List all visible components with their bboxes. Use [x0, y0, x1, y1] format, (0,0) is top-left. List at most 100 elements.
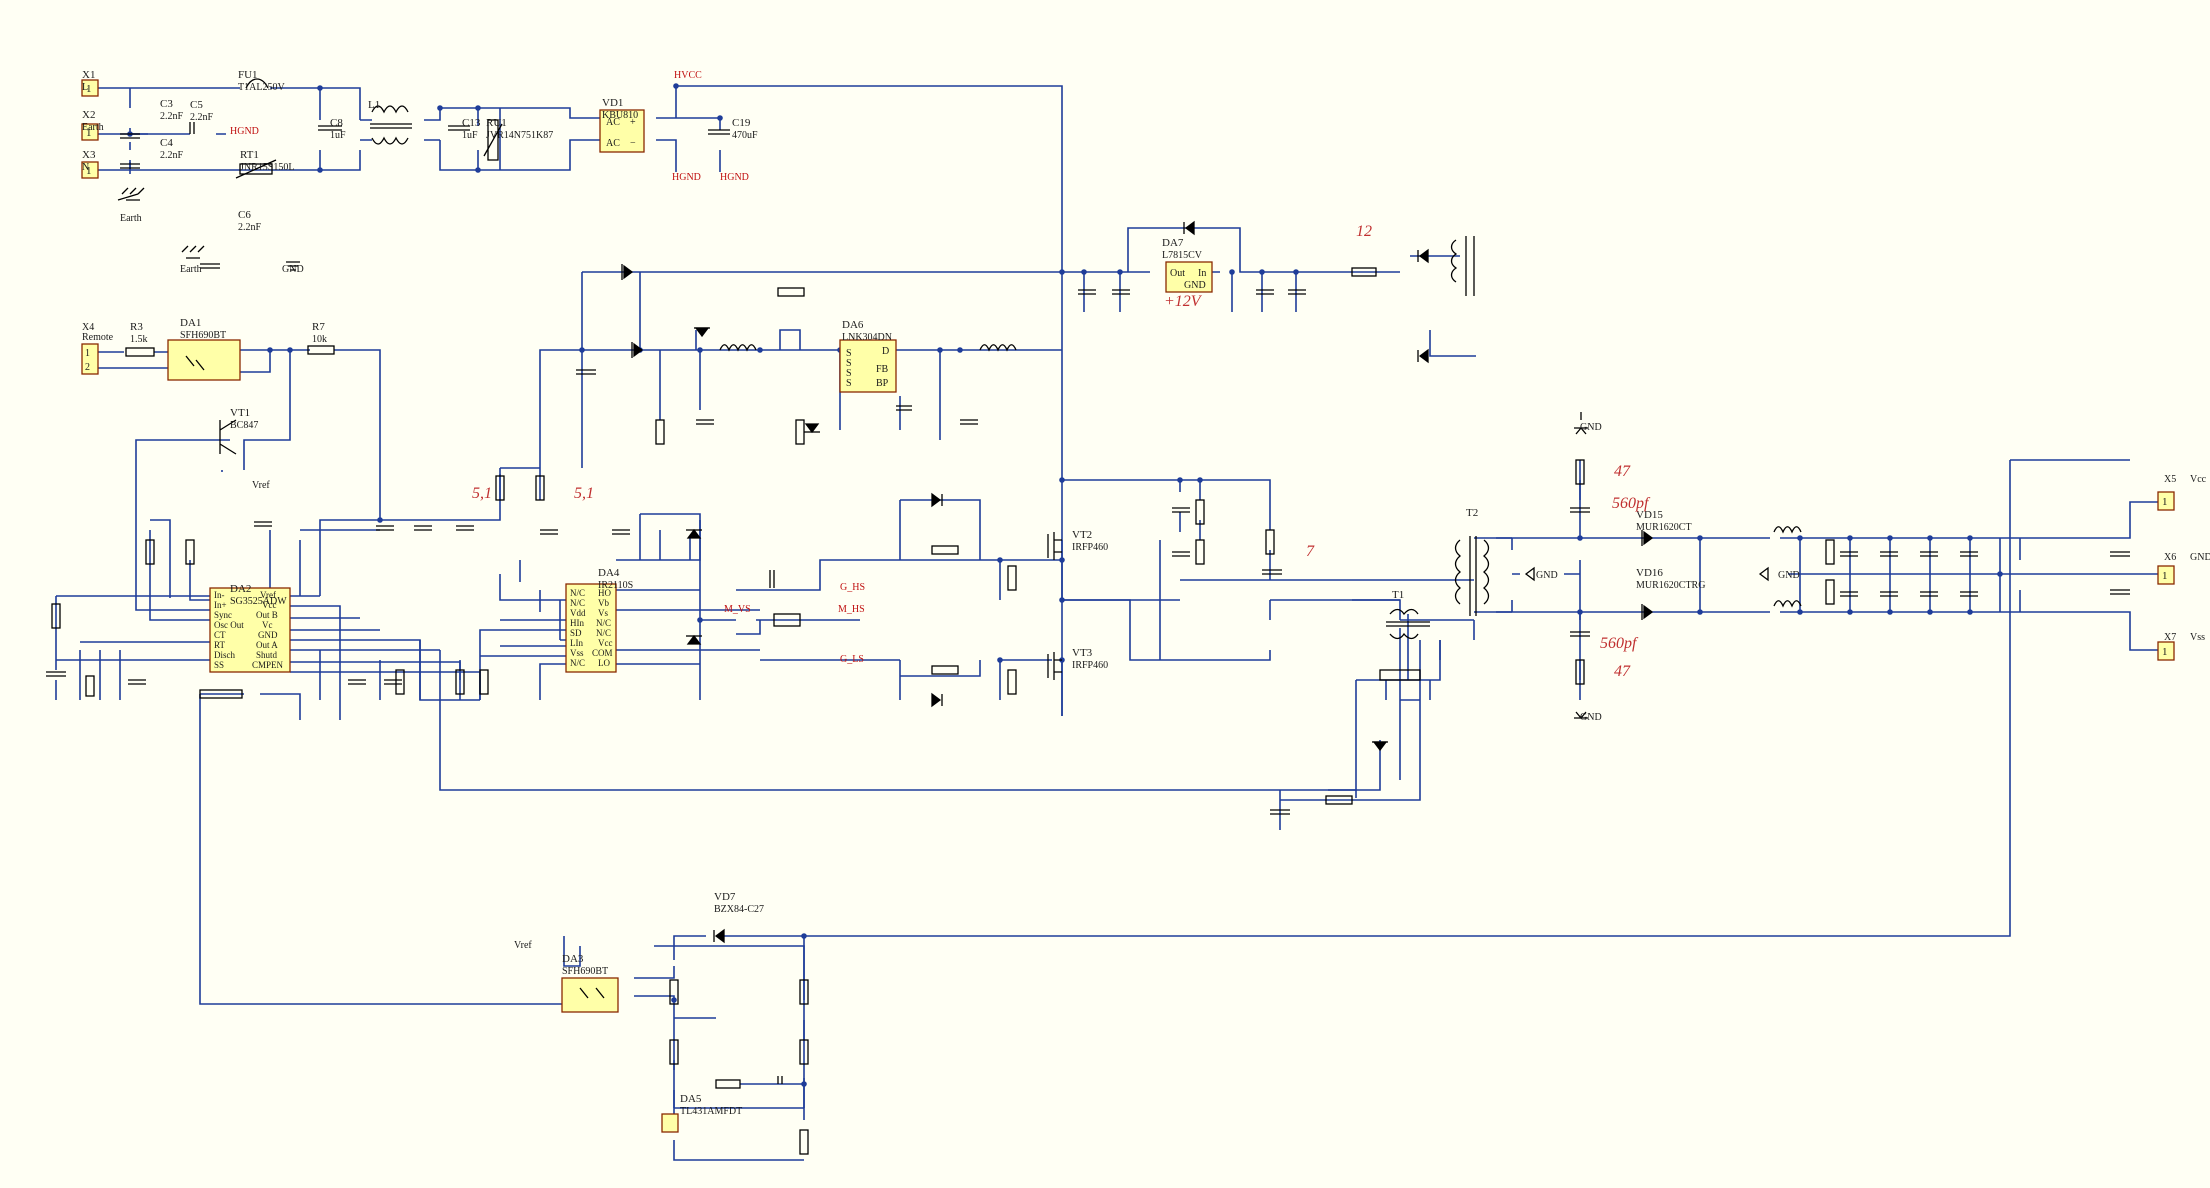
annotation-a6: 560pf — [1612, 495, 1651, 512]
annotation-a1: 12 — [1356, 223, 1372, 240]
svg-text:Vref: Vref — [260, 590, 276, 600]
svg-text:CMPEN: CMPEN — [252, 660, 284, 670]
net-label-gnd2: GND — [1580, 422, 1602, 433]
designator-ru1: RU1 — [486, 117, 507, 129]
value-vd1: KBU810 — [602, 110, 638, 121]
svg-text:GND: GND — [258, 630, 278, 640]
net-label-gnd4: GND — [1778, 570, 1800, 581]
net-label-hgnd1: HGND — [230, 126, 259, 137]
svg-text:Osc Out: Osc Out — [214, 620, 244, 630]
designator-x3: X3 — [82, 149, 96, 161]
net-label-gnd1: GND — [282, 264, 304, 275]
designator-c8: C8 — [330, 117, 343, 129]
connector-x1 — [81, 79, 99, 97]
svg-text:LO: LO — [598, 658, 610, 668]
value-da3: SFH690BT — [562, 966, 608, 977]
net-label-gndo: GND — [2190, 552, 2210, 563]
svg-text:COM: COM — [592, 648, 613, 658]
svg-text:S: S — [846, 378, 852, 389]
designator-c13: C13 — [462, 117, 481, 129]
svg-text:Disch: Disch — [214, 650, 235, 660]
designator-vt2: VT2 — [1072, 529, 1092, 541]
svg-text:−: − — [630, 138, 636, 149]
value-da2: SG3525ADW — [230, 596, 287, 607]
ic-da2 — [209, 587, 291, 673]
connector-x5 — [2157, 491, 2175, 511]
svg-text:Vss: Vss — [570, 648, 584, 658]
designator-da5: DA5 — [680, 1093, 702, 1105]
svg-text:N/C: N/C — [596, 618, 611, 628]
annotation-a4: 5,1 — [574, 485, 594, 502]
svg-text:Shutd: Shutd — [256, 650, 278, 660]
designator-c4: C4 — [160, 137, 173, 149]
regulator-da7 — [1165, 261, 1213, 293]
svg-text:Out: Out — [1170, 268, 1185, 279]
value-vd15: MUR1620CT — [1636, 522, 1692, 533]
designator-fu1: FU1 — [238, 69, 258, 81]
svg-text:SS: SS — [214, 660, 224, 670]
svg-text:S: S — [846, 358, 852, 369]
designator-rt1: RT1 — [240, 149, 259, 161]
value-da1: SFH690BT — [180, 330, 226, 341]
designator-da2: DA2 — [230, 583, 251, 595]
svg-text:LIn: LIn — [570, 638, 583, 648]
value-c5: 2.2nF — [190, 112, 214, 123]
svg-text:+: + — [630, 117, 636, 128]
designator-vd1: VD1 — [602, 97, 623, 109]
svg-text:1: 1 — [85, 348, 90, 359]
connector-x2 — [81, 123, 99, 141]
svg-text:In+: In+ — [214, 600, 227, 610]
svg-text:CT: CT — [214, 630, 226, 640]
designator-c3: C3 — [160, 98, 173, 110]
designator-l1: L1 — [368, 99, 380, 111]
svg-text:In: In — [1198, 268, 1206, 279]
svg-text:Vcc: Vcc — [262, 600, 277, 610]
value-x3: N — [82, 162, 89, 173]
value-c4: 2.2nF — [160, 150, 184, 161]
svg-text:FB: FB — [876, 364, 889, 375]
svg-text:GND: GND — [1184, 280, 1206, 291]
svg-text:D: D — [882, 346, 889, 357]
designator-da7: DA7 — [1162, 237, 1184, 249]
annotation-a2: +12V — [1164, 293, 1203, 310]
annotation-a7: 560pf — [1600, 635, 1639, 652]
svg-text:Sync: Sync — [214, 610, 232, 620]
svg-text:2: 2 — [85, 362, 90, 373]
designator-da3: DA3 — [562, 953, 584, 965]
annotation-a8: 47 — [1614, 663, 1631, 680]
designator-da6: DA6 — [842, 319, 864, 331]
value-c8: 1uF — [330, 130, 346, 141]
svg-text:N/C: N/C — [570, 598, 585, 608]
net-label-vref2: Vref — [514, 940, 532, 951]
svg-text:1: 1 — [2162, 646, 2168, 658]
svg-text:Vb: Vb — [598, 598, 609, 608]
svg-text:Vc: Vc — [262, 620, 273, 630]
passive-glyphs — [20, 0, 2130, 1155]
value-vt1: BC847 — [230, 420, 258, 431]
value-ru1: JVR14N751K87 — [486, 130, 553, 141]
wires — [55, 85, 2158, 1161]
connector-x7 — [2157, 641, 2175, 661]
net-label-x4: X4 — [82, 322, 94, 333]
shunt-da5 — [661, 1113, 679, 1133]
svg-text:Vs: Vs — [598, 608, 608, 618]
designator-vd7: VD7 — [714, 891, 736, 903]
svg-text:S: S — [846, 348, 852, 359]
value-da4: IR2110S — [598, 580, 633, 591]
designator-x2: X2 — [82, 109, 95, 121]
designator-vt1: VT1 — [230, 407, 250, 419]
svg-text:N/C: N/C — [570, 588, 585, 598]
svg-text:N/C: N/C — [570, 658, 585, 668]
net-label-ghs: G_HS — [840, 582, 865, 593]
value-da6: LNK304DN — [842, 332, 892, 343]
designator-vd15: VD15 — [1636, 509, 1663, 521]
svg-text:BP: BP — [876, 378, 889, 389]
annotation-a5: 47 — [1614, 463, 1631, 480]
svg-text:In-: In- — [214, 590, 225, 600]
designator-vd16: VD16 — [1636, 567, 1663, 579]
svg-text:1: 1 — [86, 127, 92, 139]
net-label-gls: G_LS — [840, 654, 864, 665]
designator-da4: DA4 — [598, 567, 620, 579]
net-label-mvs: M_VS — [724, 604, 751, 615]
